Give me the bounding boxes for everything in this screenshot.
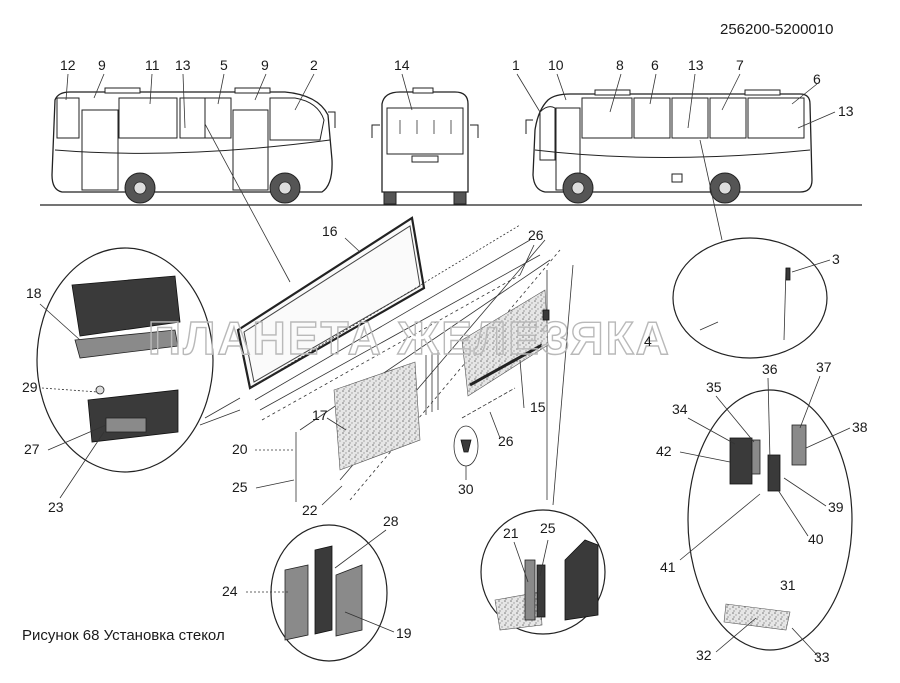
- callout-13a: 13: [175, 57, 191, 73]
- callout-41: 41: [660, 559, 676, 575]
- callout-2: 2: [310, 57, 318, 73]
- bus-left-side-view: [51, 87, 336, 204]
- callout-35: 35: [706, 379, 722, 395]
- callout-13b: 13: [688, 57, 704, 73]
- callout-34: 34: [672, 401, 688, 417]
- callout-31: 31: [780, 577, 796, 593]
- callout-4: 4: [644, 333, 652, 349]
- callout-39: 39: [828, 499, 844, 515]
- upper-callout-leaders: [65, 73, 836, 129]
- strip-26: [461, 387, 516, 419]
- bus-front-view: [371, 87, 479, 205]
- callout-15: 15: [530, 399, 546, 415]
- lower-callout-leaders: [39, 237, 851, 657]
- callout-3: 3: [832, 251, 840, 267]
- callout-25b: 25: [540, 520, 556, 536]
- detail-circle-seal-profile: [36, 247, 241, 473]
- bus-right-side-view: [525, 89, 813, 204]
- watermark-text: ПЛАНЕТА ЖЕЛЕЗЯКА: [148, 312, 671, 364]
- detail-circle-21-25: [480, 509, 606, 635]
- callout-13c: 13: [838, 103, 854, 119]
- glass-seal-17: [333, 361, 421, 471]
- detail-circle-3: [672, 237, 828, 359]
- callout-37: 37: [816, 359, 832, 375]
- callout-17: 17: [312, 407, 328, 423]
- callout-28: 28: [383, 513, 399, 529]
- callout-33: 33: [814, 649, 830, 665]
- callout-14: 14: [394, 57, 410, 73]
- callout-20: 20: [232, 441, 248, 457]
- strip-15: [469, 343, 543, 387]
- detail-circle-24-28: [270, 524, 388, 662]
- callout-11: 11: [145, 57, 160, 73]
- leader-window-to-detail3: [699, 139, 723, 241]
- callout-7: 7: [736, 57, 744, 73]
- callout-9a: 9: [98, 57, 106, 73]
- callout-1: 1: [512, 57, 520, 73]
- callout-16: 16: [322, 223, 338, 239]
- callout-8: 8: [616, 57, 624, 73]
- callout-25a: 25: [232, 479, 248, 495]
- callout-19: 19: [396, 625, 412, 641]
- figure-caption: Рисунок 68 Установка стекол: [22, 627, 225, 644]
- callout-36: 36: [762, 361, 778, 377]
- callout-40: 40: [808, 531, 824, 547]
- callout-22: 22: [302, 502, 318, 518]
- callout-32: 32: [696, 647, 712, 663]
- window-pane-16: [236, 216, 426, 390]
- drawing-code: 256200-5200010: [720, 21, 833, 38]
- callout-29: 29: [22, 379, 38, 395]
- callout-26b: 26: [498, 433, 514, 449]
- callout-26a: 26: [528, 227, 544, 243]
- callout-6a: 6: [651, 57, 659, 73]
- callout-18: 18: [26, 285, 42, 301]
- callout-numbers: 12 9 11 13 5 9 2 14 1 10 8 6 13 7 6 13 1…: [22, 57, 868, 665]
- callout-6b: 6: [813, 71, 821, 87]
- glass-seal-15: [461, 289, 549, 397]
- clip-30: [460, 439, 472, 453]
- callout-38: 38: [852, 419, 868, 435]
- callout-10: 10: [548, 57, 564, 73]
- callout-27: 27: [24, 441, 40, 457]
- leader-window-to-panel: [204, 123, 291, 283]
- clip-near-15: [542, 309, 550, 321]
- callout-9b: 9: [261, 57, 269, 73]
- callout-30: 30: [458, 481, 474, 497]
- callout-5: 5: [220, 57, 228, 73]
- callout-24: 24: [222, 583, 238, 599]
- callout-23: 23: [48, 499, 64, 515]
- callout-42: 42: [656, 443, 672, 459]
- detail-ellipse-31: [679, 389, 853, 651]
- callout-21: 21: [503, 525, 519, 541]
- callout-12: 12: [60, 57, 76, 73]
